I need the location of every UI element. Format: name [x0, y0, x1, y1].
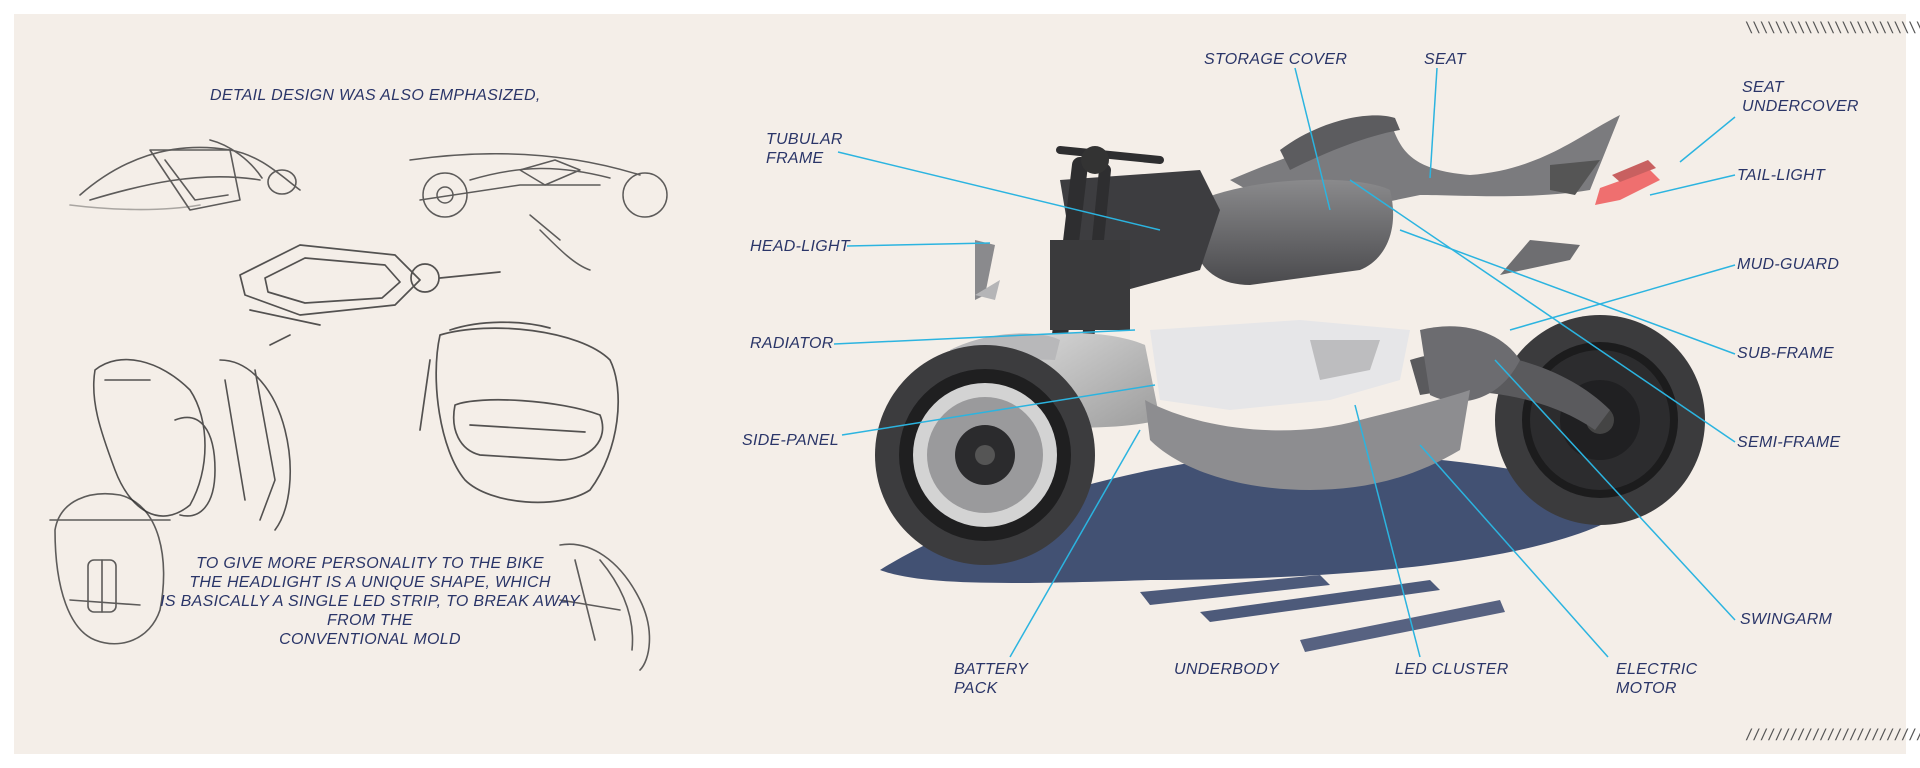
label-tubular-frame: TUBULAR FRAME: [766, 131, 843, 167]
sketch-side: [409, 153, 668, 271]
radiator-part: [1050, 240, 1130, 330]
label-radiator: RADIATOR: [750, 335, 834, 352]
label-seat: SEAT: [1424, 51, 1466, 68]
note-line: TO GIVE MORE PERSONALITY TO THE BIKE: [196, 555, 544, 572]
label-led-cluster: LED CLUSTER: [1395, 661, 1509, 678]
tail-light-part: [1595, 160, 1660, 205]
note-headlight: TO GIVE MORE PERSONALITY TO THE BIKE THE…: [155, 554, 585, 649]
sketch-bottom-left: [49, 493, 171, 645]
label-seat-undercover: SEAT UNDERCOVER: [1742, 79, 1859, 115]
front-wheel: [875, 345, 1095, 565]
note-line: CONVENTIONAL MOLD: [279, 631, 461, 648]
label-electric-motor: ELECTRIC MOTOR: [1616, 661, 1698, 697]
label-underbody: UNDERBODY: [1174, 661, 1279, 678]
ground-shadow: [880, 452, 1640, 652]
sketch-tank: [69, 139, 301, 211]
hatch-decoration-top: \\\\\\\\\\\\\\\\\\\\\\\\: [1745, 20, 1920, 36]
label-side-panel: SIDE-PANEL: [742, 432, 839, 449]
sketch-front: [419, 321, 619, 504]
label-mud-guard: MUD-GUARD: [1737, 256, 1840, 273]
label-tail-light: TAIL-LIGHT: [1737, 167, 1826, 184]
sketch-frame: [239, 244, 501, 326]
note-detail-design: DETAIL DESIGN WAS ALSO EMPHASIZED,: [210, 87, 541, 104]
sketch-headlight: [92, 334, 291, 531]
headlight-part: [975, 240, 1000, 300]
label-semi-frame: SEMI-FRAME: [1737, 434, 1841, 451]
swingarm: [1410, 326, 1610, 430]
note-line: THE HEADLIGHT IS A UNIQUE SHAPE, WHICH: [189, 574, 551, 591]
hatch-decoration-bottom: ////////////////////////: [1745, 727, 1920, 743]
label-sub-frame: SUB-FRAME: [1737, 345, 1834, 362]
underbody-part: [1145, 320, 1470, 490]
label-swingarm: SWINGARM: [1740, 611, 1833, 628]
sketch-bottom-right: [559, 543, 651, 671]
label-head-light: HEAD-LIGHT: [750, 238, 850, 255]
note-line: IS BASICALLY A SINGLE LED STRIP, TO BREA…: [160, 593, 580, 610]
label-battery-pack: BATTERY PACK: [954, 661, 1029, 697]
label-storage-cover: STORAGE COVER: [1204, 51, 1348, 68]
note-line: FROM THE: [327, 612, 413, 629]
